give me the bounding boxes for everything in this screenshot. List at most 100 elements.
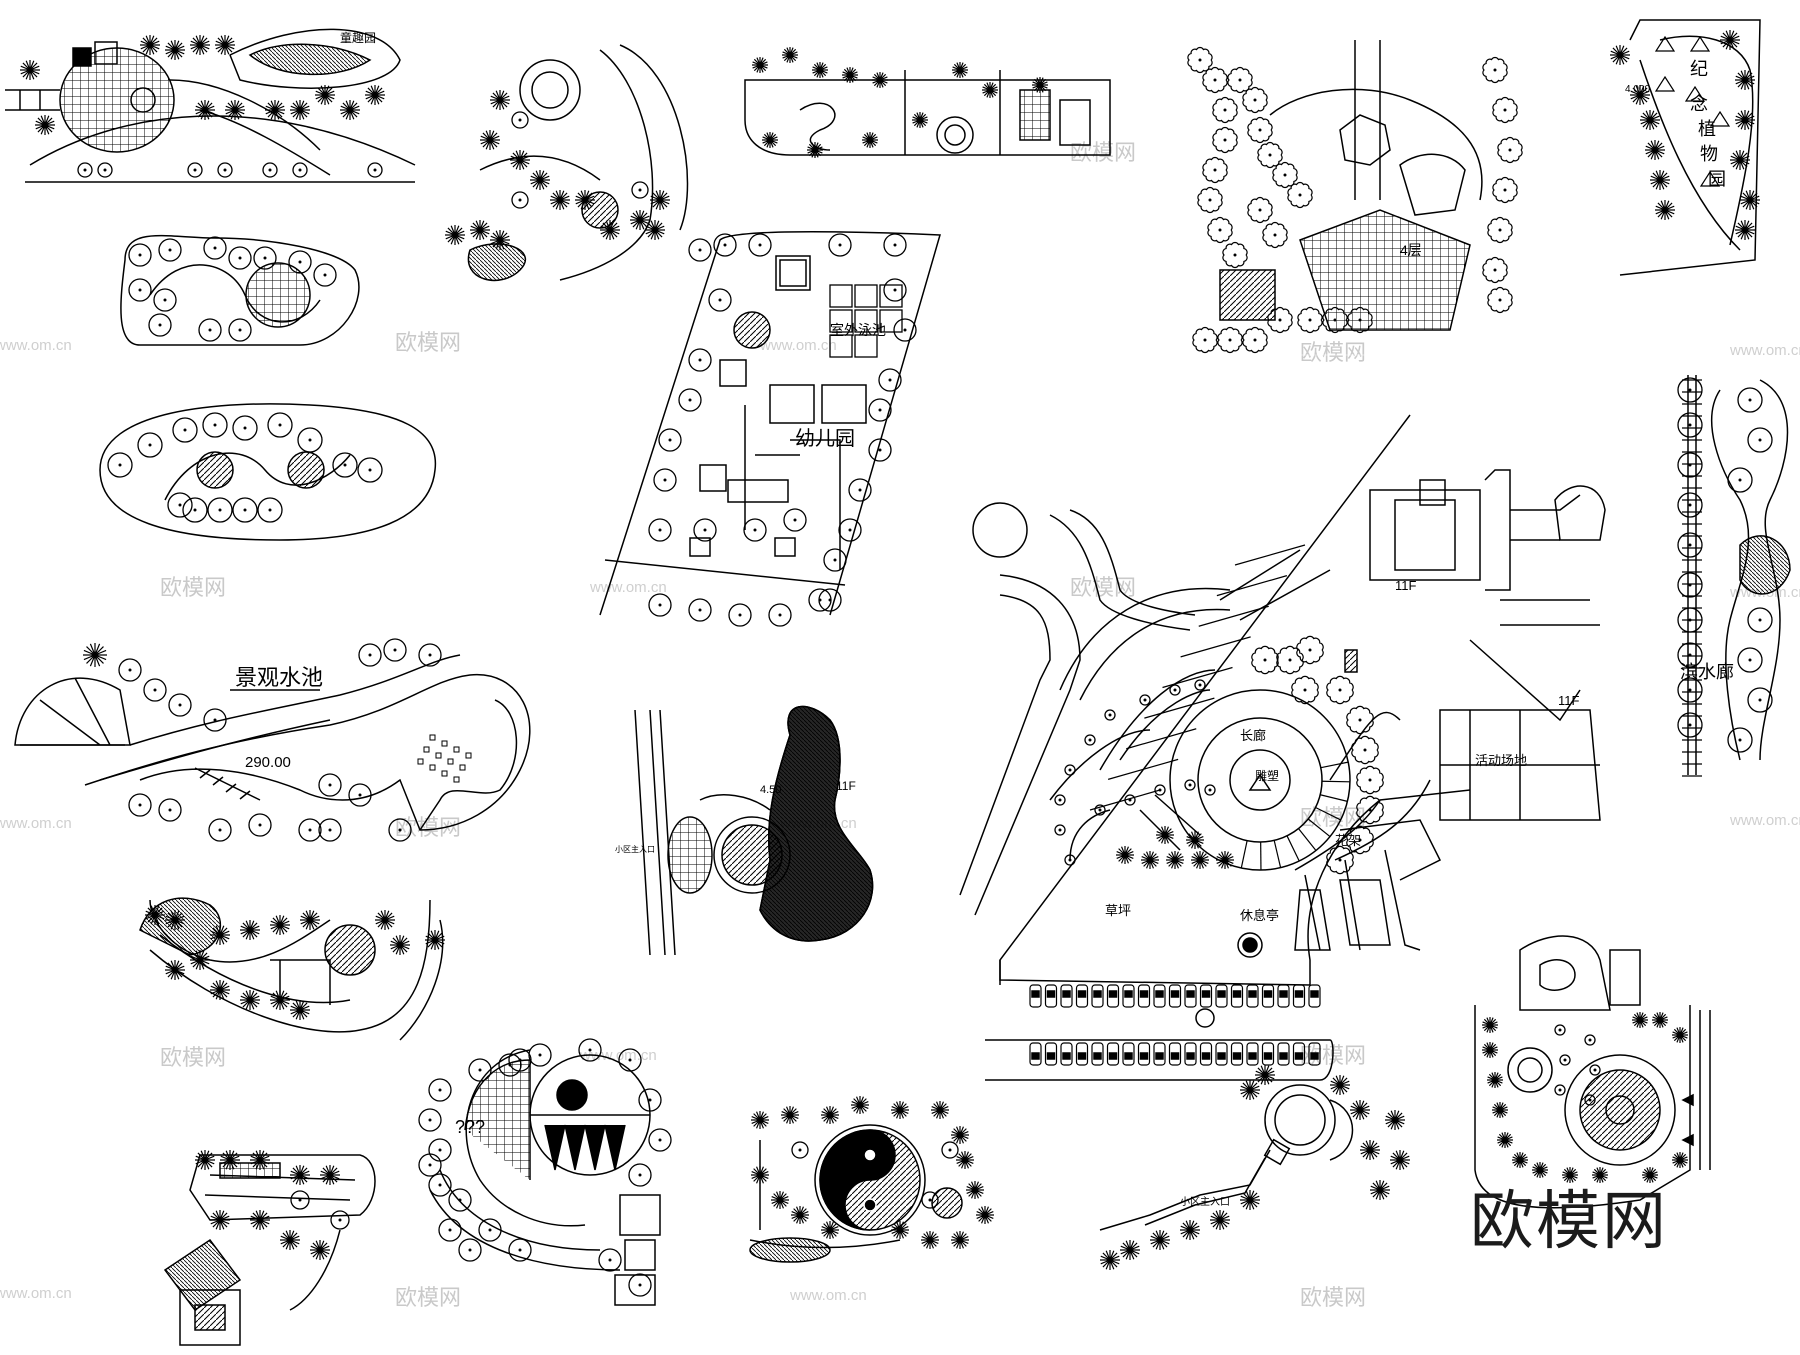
tree-symbol — [1747, 687, 1773, 713]
tree-symbol — [1632, 1012, 1648, 1028]
tree-symbol — [340, 100, 360, 120]
label-p6-2: 念 — [1690, 93, 1708, 114]
tree-symbol — [575, 190, 595, 210]
tree-symbol — [891, 1221, 909, 1239]
tree-symbol — [210, 980, 230, 1000]
tree-symbol — [1187, 46, 1213, 74]
tree-symbol — [1677, 642, 1703, 668]
tree-symbol — [848, 478, 872, 502]
tree-symbol — [966, 1181, 984, 1199]
tree-symbol — [1640, 110, 1660, 130]
tree-symbol — [1642, 1167, 1658, 1183]
tree-symbol — [118, 658, 142, 682]
tree-symbol — [1351, 735, 1379, 765]
tree-symbol — [318, 773, 342, 797]
tree-symbol — [182, 497, 208, 523]
tree-symbol — [107, 452, 133, 478]
tree-symbol — [148, 313, 172, 337]
tree-symbol — [751, 1111, 769, 1129]
tree-symbol — [128, 243, 152, 267]
tree-symbol — [1735, 220, 1755, 240]
tree-symbol — [868, 438, 892, 462]
tree-symbol — [1610, 45, 1630, 65]
tree-symbol — [1584, 1094, 1596, 1106]
tree-symbol — [828, 233, 852, 257]
tree-symbol — [1054, 824, 1066, 836]
tree-symbol — [1487, 286, 1513, 314]
tree-symbol — [1240, 1080, 1260, 1100]
tree-symbol — [318, 818, 342, 842]
tree-symbol — [1356, 795, 1384, 825]
tree-symbol — [688, 348, 712, 372]
watermark-text: 欧模网 — [1070, 140, 1136, 165]
tree-symbol — [771, 1191, 789, 1209]
label-p4-0: 室外泳池 — [830, 322, 886, 338]
tree-symbol — [357, 457, 383, 483]
tree-symbol — [751, 1166, 769, 1184]
tree-symbol — [1064, 764, 1076, 776]
tree-symbol — [941, 1141, 959, 1159]
tree-symbol — [1487, 216, 1513, 244]
tree-symbol — [365, 85, 385, 105]
tree-symbol — [1370, 1180, 1390, 1200]
tree-symbol — [1296, 635, 1324, 665]
tree-symbol — [1492, 176, 1518, 204]
tree-symbol — [893, 318, 917, 342]
tree-symbol — [1655, 200, 1675, 220]
watermark-text: 欧模网 — [395, 330, 461, 355]
tree-symbol — [428, 1173, 452, 1197]
tree-symbol — [1677, 607, 1703, 633]
tree-symbol — [878, 368, 902, 392]
tree-symbol — [1346, 705, 1374, 735]
tree-symbol — [1747, 427, 1773, 453]
tree-symbol — [470, 220, 490, 240]
tree-symbol — [1677, 452, 1703, 478]
tree-symbol — [952, 62, 968, 78]
plan-p1: 童趣园 — [5, 28, 416, 183]
tree-symbol — [428, 1078, 452, 1102]
tree-symbol — [1204, 784, 1216, 796]
tree-symbol — [1242, 86, 1268, 114]
tree-symbol — [128, 793, 152, 817]
tree-symbol — [158, 798, 182, 822]
tree-symbol — [77, 162, 93, 178]
tree-symbol — [1141, 851, 1159, 869]
tree-symbol — [630, 210, 650, 230]
tree-symbol — [653, 468, 677, 492]
tree-symbol — [332, 452, 358, 478]
label-p6-1: 纪 — [1690, 59, 1708, 79]
watermark-text: 欧模网 — [395, 1285, 461, 1310]
tree-symbol — [1150, 1230, 1170, 1250]
watermark-text: www.om.cn — [589, 579, 667, 596]
tree-symbol — [165, 960, 185, 980]
tree-symbol — [1677, 677, 1703, 703]
tree-symbol — [137, 432, 163, 458]
tree-symbol — [868, 398, 892, 422]
tree-symbol — [713, 233, 737, 257]
tree-symbol — [1222, 241, 1248, 269]
tree-symbol — [1677, 492, 1703, 518]
tree-symbol — [165, 40, 185, 60]
tree-symbol — [1276, 645, 1304, 675]
tree-symbol — [1032, 77, 1048, 93]
tree-symbol — [1207, 216, 1233, 244]
tree-symbol — [207, 497, 233, 523]
tree-symbol — [195, 100, 215, 120]
plan-p14: 小区主入口 — [1099, 1084, 1354, 1231]
tree-symbol — [1242, 326, 1268, 354]
watermark-text: www.om.cn — [0, 815, 72, 832]
tree-symbol — [648, 1128, 672, 1152]
watermark-text: www.om.cn — [1729, 812, 1800, 829]
tree-symbol — [232, 415, 258, 441]
tree-symbol — [225, 100, 245, 120]
tree-symbol — [418, 643, 442, 667]
tree-symbol — [618, 1048, 642, 1072]
tree-symbol — [1191, 851, 1209, 869]
tree-symbol — [530, 170, 550, 190]
tree-symbol — [298, 818, 322, 842]
tree-symbol — [1297, 306, 1323, 334]
tree-symbol — [480, 130, 500, 150]
tree-symbol — [262, 162, 278, 178]
tree-symbol — [1180, 1220, 1200, 1240]
tree-symbol — [791, 1141, 809, 1159]
